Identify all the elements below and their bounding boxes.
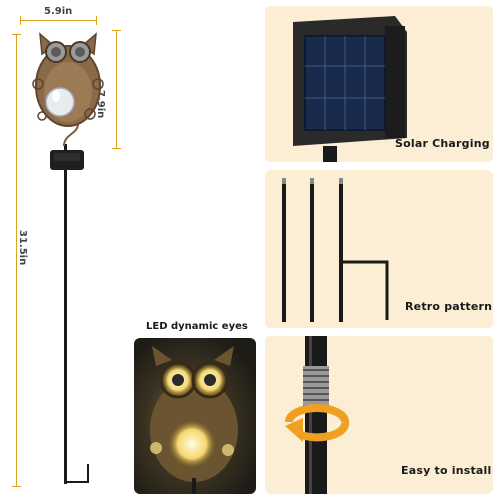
width-dimension-cap-right bbox=[96, 16, 97, 25]
solar-panel-image bbox=[293, 16, 407, 162]
solar-charging-label: Solar Charging bbox=[395, 137, 490, 150]
owl-stake-light-image bbox=[32, 32, 104, 484]
head-height-dimension-cap-bottom bbox=[112, 148, 121, 149]
total-height-dimension-line bbox=[16, 34, 17, 486]
head-height-dimension-cap-top bbox=[112, 30, 121, 31]
width-dimension-label: 5.9in bbox=[44, 6, 73, 17]
total-height-dimension-cap-top bbox=[12, 34, 21, 35]
total-height-dimension-cap-bottom bbox=[12, 486, 21, 487]
easy-to-install-label: Easy to install bbox=[401, 464, 492, 477]
stake-connection-image bbox=[303, 336, 329, 494]
led-night-view-panel bbox=[134, 338, 256, 494]
owl-night-glow-image bbox=[150, 346, 238, 494]
easy-to-install-panel: Easy to install bbox=[265, 336, 493, 494]
head-height-dimension-line bbox=[116, 30, 117, 148]
led-dynamic-eyes-caption: LED dynamic eyes bbox=[146, 321, 248, 332]
retro-pattern-panel: Retro pattern bbox=[265, 170, 493, 328]
stake-sections-image bbox=[282, 178, 389, 322]
width-dimension-line bbox=[20, 20, 96, 21]
solar-charging-panel: Solar Charging bbox=[265, 6, 493, 162]
rotate-arrow-icon bbox=[285, 404, 350, 442]
width-dimension-cap-left bbox=[20, 16, 21, 25]
retro-pattern-label: Retro pattern bbox=[405, 300, 493, 313]
